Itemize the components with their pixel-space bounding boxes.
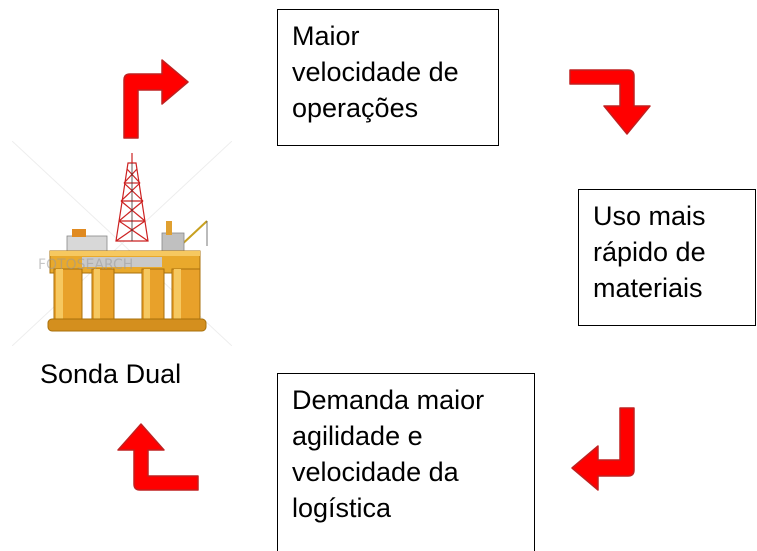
box-line: agilidade e (292, 421, 423, 451)
step-box-logistics-demand: Demanda maior agilidade e velocidade da … (277, 373, 535, 551)
box-line: velocidade de (292, 57, 459, 87)
box-line: velocidade da (292, 457, 459, 487)
cycle-arrow-up-right-icon (123, 59, 189, 139)
box-line: logística (292, 493, 392, 523)
cycle-arrow-left-up-icon (117, 423, 199, 491)
box-line: Maior (292, 21, 360, 51)
box-line: materiais (593, 273, 703, 303)
step-box-faster-operations: Maior velocidade de operações (277, 9, 499, 146)
box-line: operações (292, 93, 419, 123)
watermark-text: FOTOSEARCH (38, 257, 133, 273)
step-box-faster-materials: Uso mais rápido de materiais (578, 189, 756, 326)
box-line: Demanda maior (292, 385, 485, 415)
cycle-arrow-down-left-icon (571, 407, 635, 491)
cycle-arrow-right-down-icon (569, 69, 651, 135)
box-line: rápido de (593, 237, 706, 267)
drilling-rig-image: FOTOSEARCH (12, 141, 232, 346)
rig-caption: Sonda Dual (40, 359, 182, 389)
box-line: Uso mais (593, 201, 706, 231)
